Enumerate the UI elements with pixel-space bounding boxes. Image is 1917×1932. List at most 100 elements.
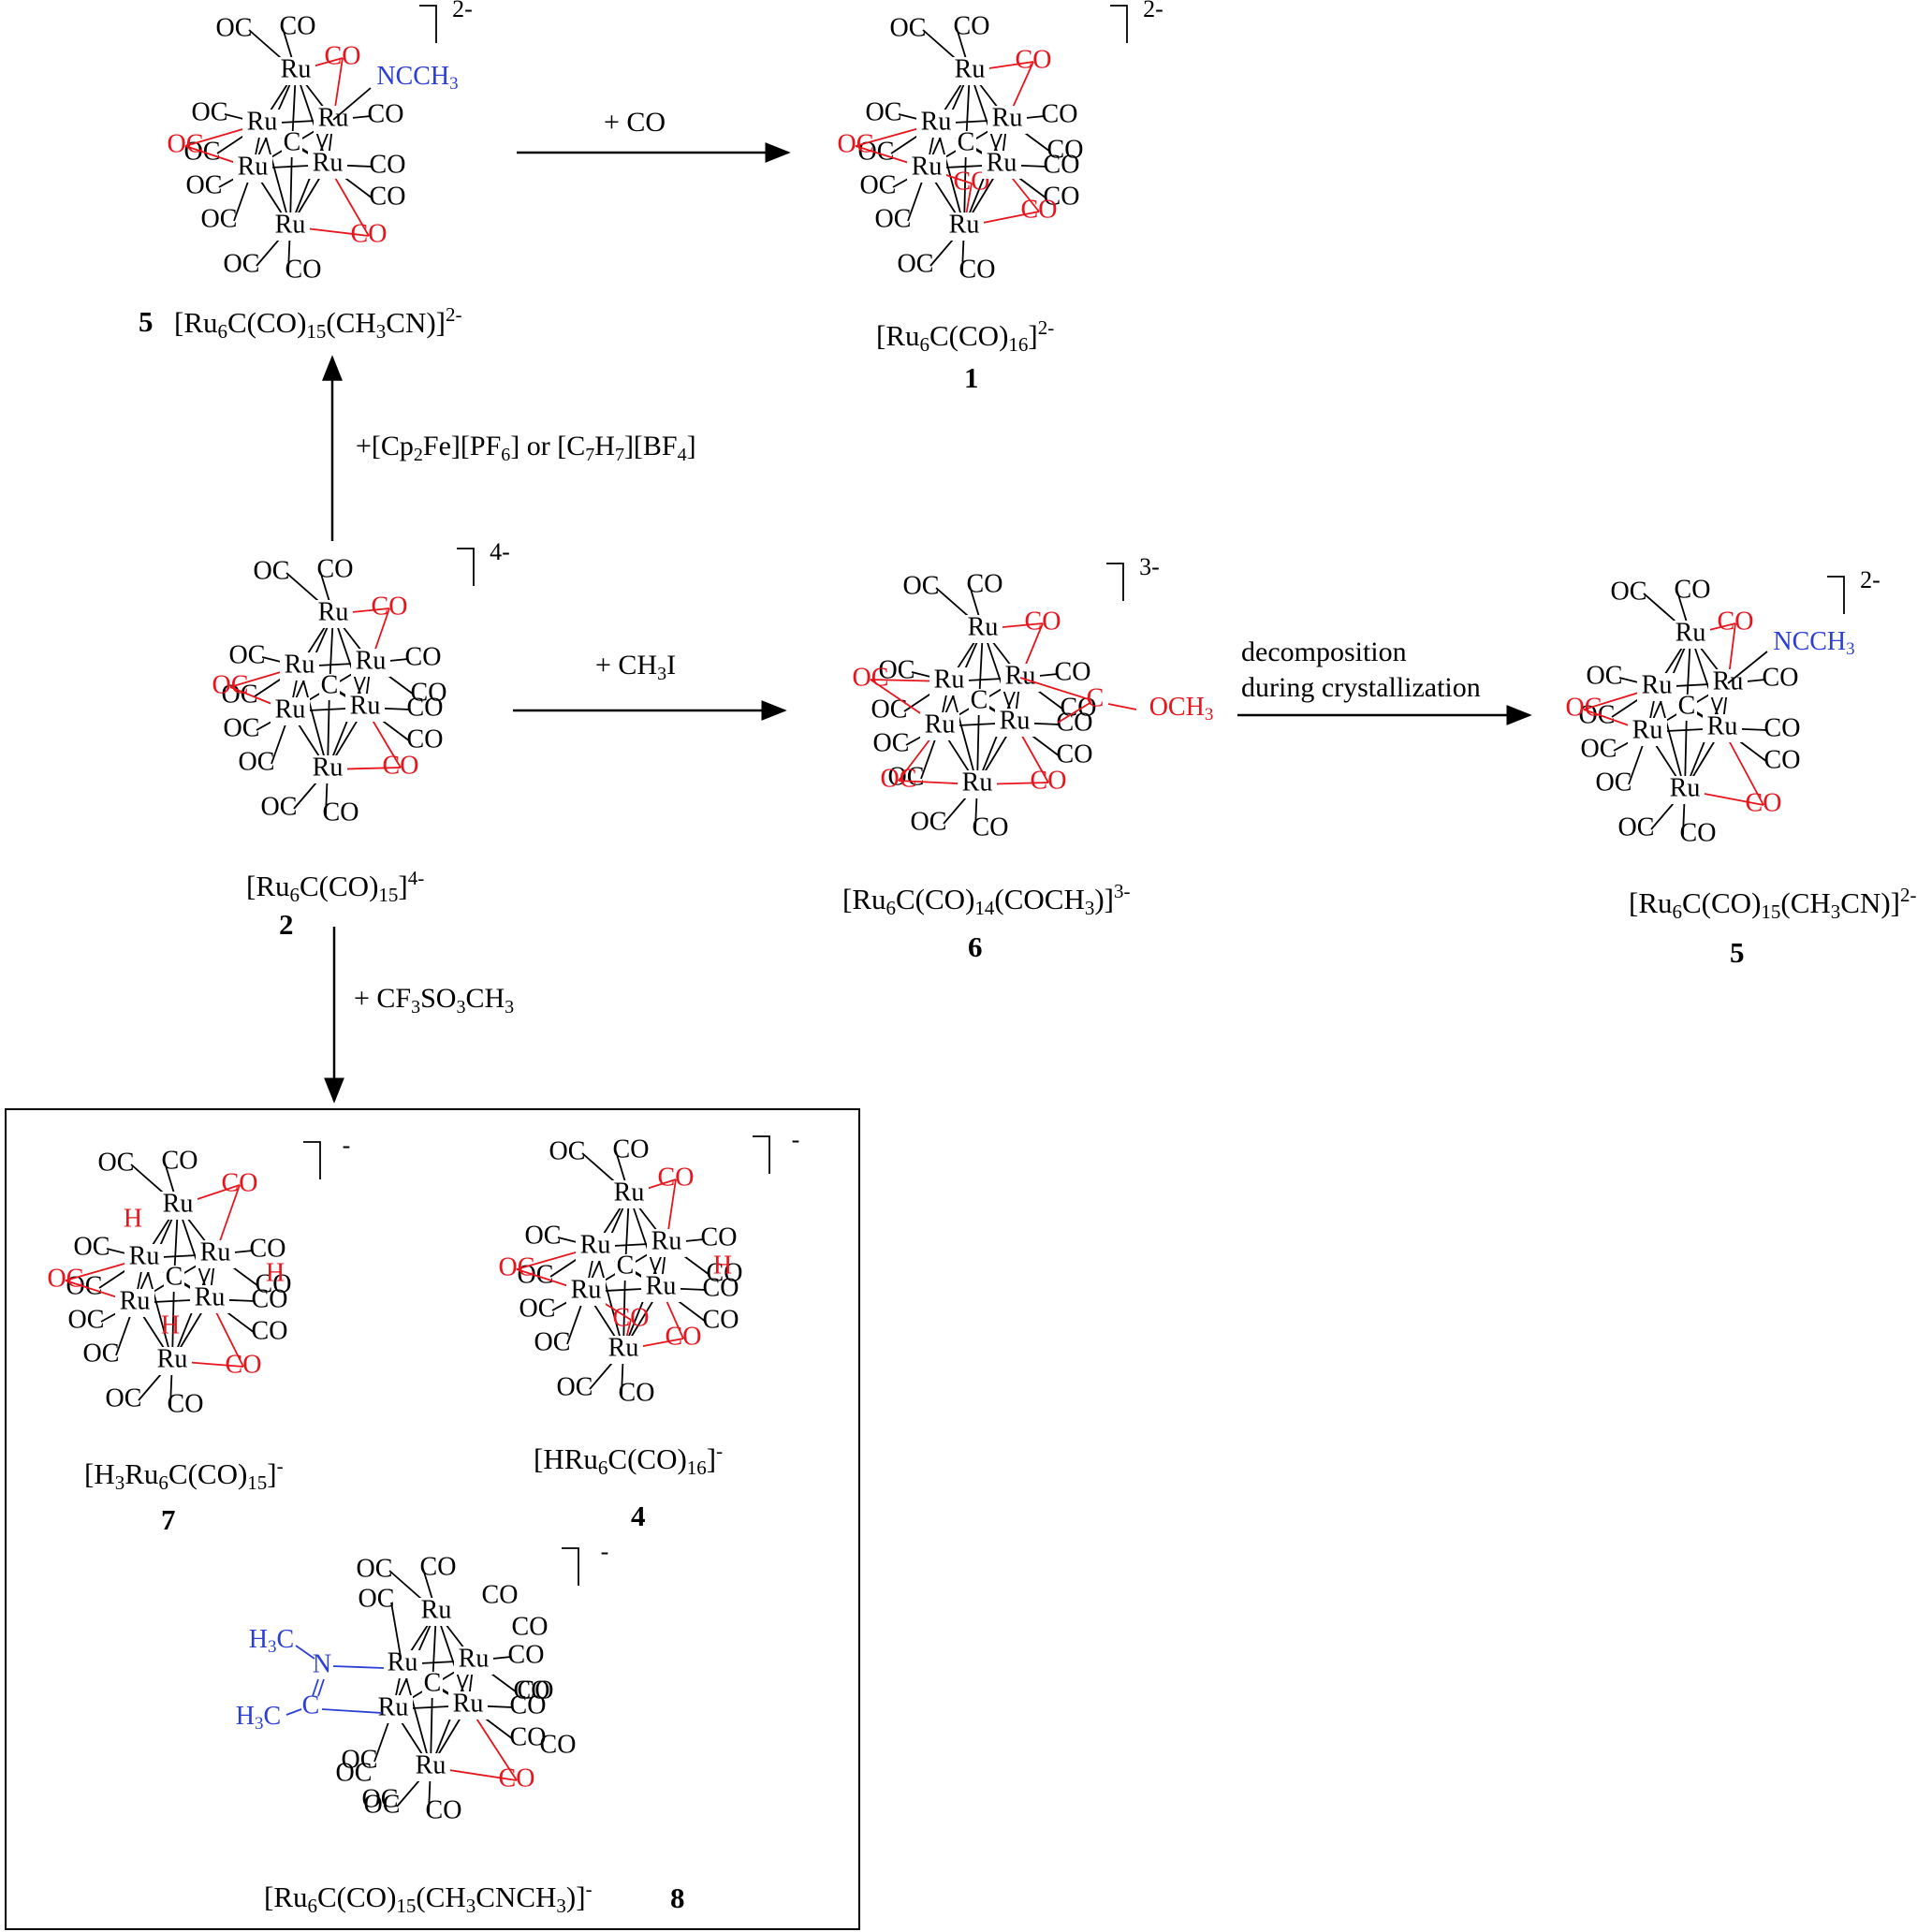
hydride-ligand: H [124, 1204, 142, 1233]
carbide-atom: C [958, 127, 975, 156]
cluster-4: OCCOOCOCCOCOOCOCCOCOOCCOCOOCCOCOHRuRuRuR… [499, 1126, 800, 1407]
methyl-n-bond [295, 1645, 315, 1660]
atom-mask [454, 1647, 493, 1675]
atom-mask [995, 709, 1034, 737]
bridging-co-ligand: OC [1566, 693, 1602, 722]
oc-ligand: OC [216, 13, 253, 42]
acyl-bond [1019, 677, 1092, 701]
ruthenium-atom: Ru [275, 695, 306, 724]
methyl-group: H3C [236, 1702, 281, 1734]
label-part: 3 [449, 74, 459, 94]
label-part: 3 [255, 1714, 264, 1734]
atom-mask [956, 131, 976, 157]
oc-ligand: OC [898, 249, 934, 278]
hydride-ligand: H [161, 1310, 180, 1339]
ruthenium-atom: Ru [356, 646, 387, 675]
reagent-triflate: + CF3SO3CH3 [354, 983, 515, 1017]
charge-bracket [562, 1547, 579, 1586]
oc-ligand: OC [261, 792, 298, 821]
co-ligand: CO [482, 1580, 519, 1609]
atom-mask [345, 694, 385, 722]
atom-mask [190, 1285, 229, 1313]
charge-label: - [601, 1538, 609, 1565]
ruthenium-atom: Ru [968, 612, 999, 641]
hydride-ligand: H [713, 1251, 732, 1280]
atom-mask [641, 1274, 680, 1302]
ruthenium-atom: Ru [313, 148, 344, 177]
oc-ligand: OC [359, 1584, 395, 1613]
compound-number-6: 6 [968, 930, 983, 963]
co-ligand: CO [703, 1305, 739, 1334]
ruthenium-atom: Ru [157, 1344, 188, 1373]
carbide-atom: C [166, 1262, 183, 1291]
ruthenium-atom: Ru [421, 1595, 452, 1624]
compound-number-8: 8 [670, 1881, 685, 1914]
bridging-co-ligand: CO [1016, 45, 1052, 74]
charge-label: 4- [490, 538, 510, 565]
atom-mask [916, 110, 956, 138]
atom-mask [615, 1254, 636, 1281]
formula-4: [HRu6C(CO)16]- [534, 1440, 724, 1479]
ruthenium-atom: Ru [912, 152, 943, 181]
atom-mask [196, 1240, 235, 1268]
ruthenium-atom: Ru [1005, 661, 1036, 690]
co-ligand: CO [613, 1134, 650, 1164]
ruthenium-atom: Ru [1707, 711, 1738, 740]
formula-2: [Ru6C(CO)15]4- [246, 867, 425, 906]
co-ligand: CO [1042, 99, 1078, 128]
bridging-co-ligand: OC [499, 1252, 535, 1281]
oc-ligand: OC [186, 170, 223, 199]
oc-ligand: OC [534, 1327, 571, 1356]
atom-mask [158, 1192, 198, 1220]
ruthenium-atom: Ru [378, 1692, 409, 1721]
co-ligand: CO [162, 1146, 198, 1175]
oc-ligand: OC [336, 1758, 373, 1787]
carbide-atom: C [321, 670, 339, 699]
oc-ligand: OC [860, 170, 897, 199]
formula-5-right: [Ru6C(CO)15(CH3CN)]2- [1629, 884, 1917, 923]
methoxy-group: OCH3 [1149, 693, 1214, 724]
label-part: 3 [1205, 705, 1214, 724]
oc-ligand: OC [911, 807, 947, 836]
metal-metal-bond [261, 123, 291, 227]
atom-mask [907, 154, 946, 183]
acetonitrile-ligand: NCCH3 [376, 62, 458, 94]
co-ligand: CO [703, 1273, 739, 1302]
bridging-co-ligand: CO [351, 219, 388, 248]
reagent-decomposition: decomposition during crystallization [1241, 637, 1481, 703]
carbide-atom: C [284, 127, 301, 156]
metal-metal-bond [332, 613, 366, 709]
oc-ligand: OC [557, 1372, 593, 1401]
compound-number-2: 2 [279, 908, 294, 941]
oc-ligand: OC [890, 13, 927, 42]
oc-ligand: OC [224, 249, 260, 278]
atom-mask [153, 1347, 192, 1375]
carbide-atom: C [1678, 691, 1696, 720]
oc-ligand: OC [229, 640, 266, 669]
bridging-co-ligand: CO [1025, 607, 1061, 636]
methyl-c-bond [285, 1708, 302, 1716]
charge-label: - [343, 1132, 351, 1159]
charge-label: 2- [452, 0, 473, 22]
co-ligand: CO [370, 150, 406, 179]
co-ligand: CO [250, 1234, 286, 1263]
ruthenium-atom: Ru [646, 1271, 677, 1300]
ruthenium-atom: Ru [247, 107, 278, 136]
bridging-co-ligand: CO [372, 592, 408, 621]
atom-mask [566, 1278, 606, 1306]
label-part: OCH [1149, 693, 1205, 722]
charge-bracket [753, 1135, 770, 1174]
co-ligand: CO [512, 1612, 549, 1641]
co-ligand: CO [510, 1690, 547, 1720]
oc-ligand: OC [192, 97, 228, 126]
atom-mask [422, 1672, 443, 1698]
formula-1: [Ru6C(CO)16]2- [876, 316, 1055, 356]
label-part: 3 [1846, 639, 1855, 659]
atom-mask [448, 1691, 488, 1720]
label-part: H [236, 1702, 255, 1731]
bridging-co-ligand: CO [1746, 788, 1782, 817]
formula-6: [Ru6C(CO)14(COCH3)]3- [842, 880, 1131, 919]
formula-7: [H3Ru6C(CO)15]- [84, 1455, 284, 1494]
